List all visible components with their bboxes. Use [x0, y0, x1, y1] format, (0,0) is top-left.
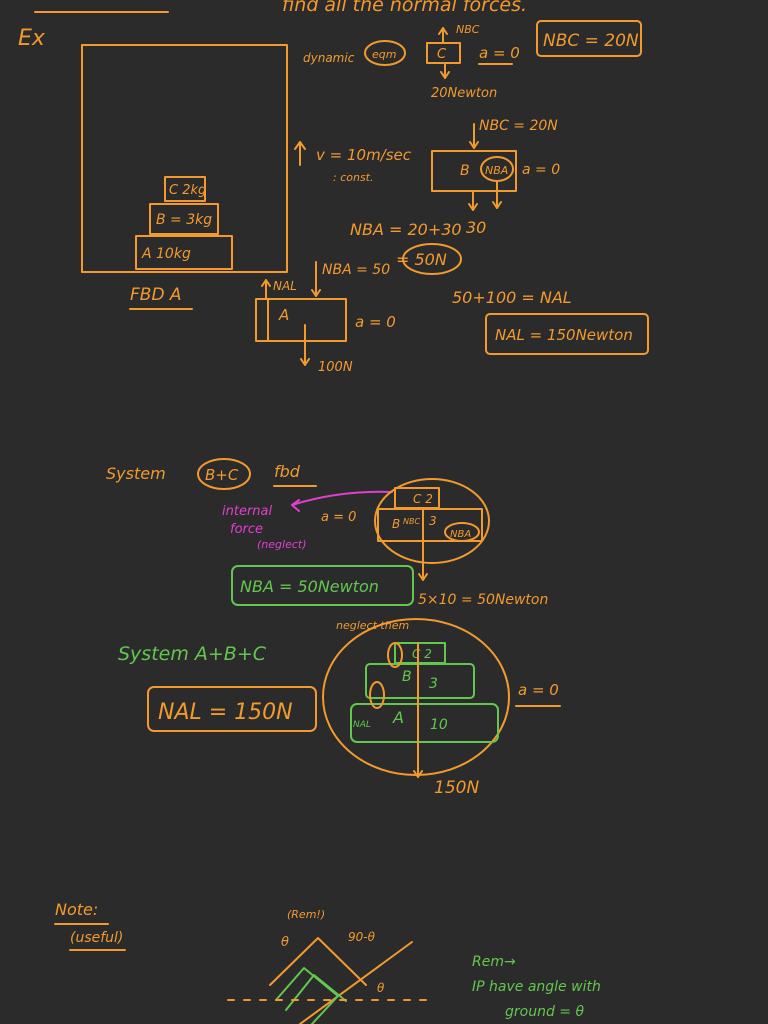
svg-text:C: C [437, 47, 447, 62]
velocity-const: : const. [333, 171, 374, 184]
system-bc: System B+C fbd internal force (neglect) … [106, 458, 548, 608]
svg-text:fbd: fbd [274, 462, 301, 481]
velocity-label: v = 10m/sec [316, 146, 412, 164]
result-nal-box [485, 313, 649, 355]
svg-text:internal: internal [222, 504, 272, 519]
svg-text:NAL: NAL [273, 279, 297, 293]
svg-text:Rem→: Rem→ [472, 954, 516, 970]
result-nal-2: NAL = 150N [158, 700, 293, 725]
svg-text:B: B [460, 163, 470, 179]
svg-text:3: 3 [429, 514, 437, 528]
block-a-label: A 10kg [141, 246, 191, 262]
svg-text:dynamic: dynamic [303, 51, 355, 65]
note-section: Note: (useful) (Rem!) θ 90-θ θ Rem→ IP h… [54, 900, 601, 1024]
svg-text:System: System [106, 464, 166, 483]
svg-text:30: 30 [466, 218, 486, 237]
svg-text:θ: θ [281, 935, 289, 950]
svg-text:3: 3 [429, 676, 438, 692]
svg-text:90-θ: 90-θ [348, 930, 376, 944]
svg-text:(useful): (useful) [70, 930, 123, 946]
fbd-a: NAL NBA = 50 A a = 0 100N 50+100 = NAL N… [255, 261, 649, 375]
svg-text:force: force [230, 522, 263, 537]
svg-text:Note:: Note: [55, 900, 98, 919]
result-nba-box [231, 565, 414, 606]
svg-text:NAL: NAL [353, 720, 371, 730]
svg-text:B+C: B+C [205, 466, 239, 484]
svg-text:(Rem!): (Rem!) [287, 908, 325, 921]
block-a [135, 235, 233, 270]
svg-text:θ: θ [377, 981, 385, 995]
svg-text:NBC: NBC [456, 23, 480, 36]
result-nal: NAL = 150Newton [495, 326, 633, 344]
svg-text:20Newton: 20Newton [431, 86, 497, 101]
result-nbc-box [536, 20, 642, 57]
svg-text:C 2: C 2 [413, 492, 433, 506]
result-nbc: NBC = 20N [543, 31, 639, 51]
svg-text:C 2: C 2 [412, 647, 432, 661]
svg-text:NBA: NBA [485, 164, 508, 177]
svg-text:a = 0: a = 0 [518, 681, 559, 699]
svg-text:NBA = 20+30: NBA = 20+30 [350, 220, 462, 239]
svg-text:B: B [392, 517, 400, 531]
result-nba: NBA = 50Newton [240, 577, 379, 596]
svg-text:System A+B+C: System A+B+C [118, 643, 267, 665]
svg-text:NBC = 20N: NBC = 20N [479, 118, 558, 134]
block-b-label: B = 3kg [156, 212, 212, 228]
svg-text:= 50N: = 50N [396, 250, 447, 269]
example-label: Ex [18, 26, 46, 51]
block-c-label: C 2kg [169, 183, 206, 198]
svg-text:a = 0: a = 0 [321, 510, 356, 525]
svg-text:NBC: NBC [403, 517, 420, 526]
svg-text:150N: 150N [434, 778, 479, 798]
svg-text:a = 0: a = 0 [355, 313, 396, 331]
svg-text:10: 10 [430, 717, 448, 733]
svg-text:IP have angle with: IP have angle with [472, 979, 601, 995]
svg-text:a = 0: a = 0 [479, 44, 520, 62]
result-nal-box-2 [147, 686, 317, 732]
lift-diagram: C 2kg B = 3kg A 10kg v = 10m/sec : const… [81, 44, 412, 273]
fbd-c: dynamic eqm C NBC a = 0 20Newton NBC = 2… [303, 20, 642, 101]
svg-text:5×10 = 50Newton: 5×10 = 50Newton [418, 592, 548, 608]
block-c [164, 176, 206, 202]
svg-text:ground = θ: ground = θ [505, 1004, 584, 1020]
fbd-a-heading: FBD A [130, 285, 182, 305]
svg-text:NBA = 50: NBA = 50 [322, 262, 390, 278]
svg-text:50+100 = NAL: 50+100 = NAL [452, 288, 572, 307]
problem-title: find all the normal forces. [282, 0, 527, 16]
svg-text:NBA: NBA [450, 529, 471, 540]
svg-text:(neglect): (neglect) [257, 538, 307, 551]
svg-text:A: A [278, 306, 289, 324]
svg-text:eqm: eqm [372, 48, 396, 61]
block-b [149, 203, 219, 235]
svg-text:A: A [392, 708, 404, 727]
fbd-b: NBC = 20N B NBA a = 0 NBA = 20+30 30 = 5… [350, 118, 560, 275]
svg-text:B: B [402, 669, 412, 685]
system-abc: System A+B+C NAL = 150N neglect them C 2… [118, 618, 561, 798]
svg-text:100N: 100N [318, 360, 353, 375]
svg-text:a = 0: a = 0 [522, 162, 560, 178]
